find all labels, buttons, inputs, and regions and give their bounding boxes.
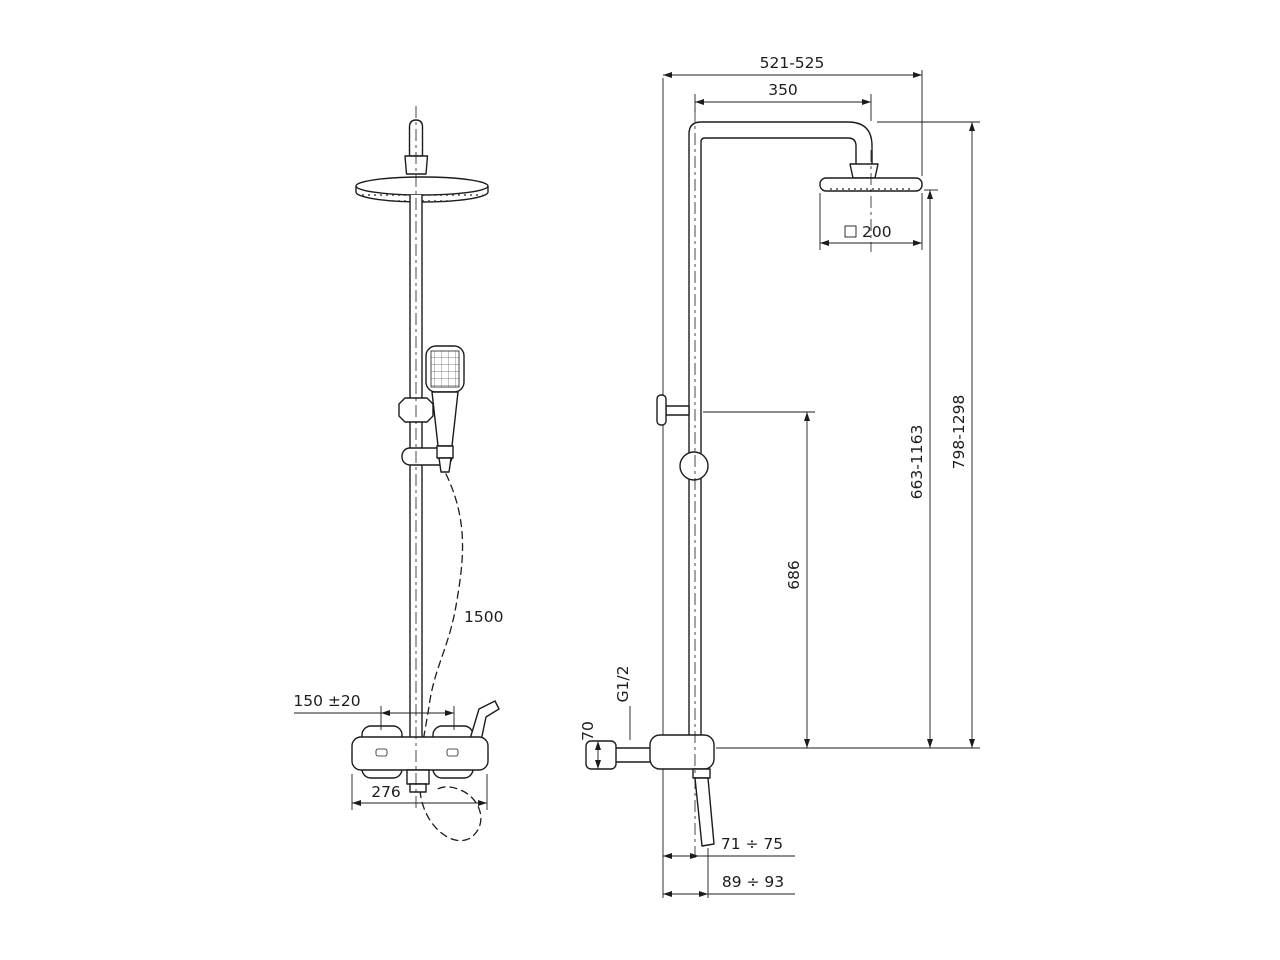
dim-label-hose-length: 1500 — [464, 608, 503, 626]
hose-outlet — [406, 769, 430, 785]
dim-label-mixer-width: 276 — [371, 783, 401, 801]
dim-label-arm-reach: 350 — [768, 81, 798, 99]
dim-label-thread: G1/2 — [614, 666, 632, 703]
dim-label-overall-height: 798-1298 — [950, 395, 968, 470]
dim-label-wall-to-handshower: 89 ÷ 93 — [722, 873, 784, 891]
dim-wall-to-handshower: 89 ÷ 93 — [663, 848, 795, 898]
dim-wall-to-pipe: 71 ÷ 75 — [663, 835, 795, 859]
mixer-lever — [469, 700, 500, 742]
dim-overall-height: 798-1298 — [716, 121, 980, 749]
diverter-knob — [656, 394, 690, 426]
mixer-side — [585, 734, 715, 847]
dim-head-to-mixer: 663-1163 — [908, 189, 938, 748]
dim-label-head-size: 200 — [862, 223, 892, 241]
head-connector — [404, 119, 429, 175]
dim-label-flange-size: 70 — [579, 721, 597, 741]
side-view: 521-525 350 200 798-1298 663 — [579, 54, 980, 898]
dim-handle-spacing: 150 ±20 — [293, 692, 455, 730]
dim-arm-reach: 350 — [694, 81, 872, 121]
front-view: 150 ±20 276 1500 — [293, 106, 503, 842]
dim-diverter-height: 686 — [703, 411, 815, 748]
hand-shower-side — [694, 777, 715, 847]
dim-mixer-width: 276 — [351, 774, 488, 810]
dim-label-wall-to-pipe: 71 ÷ 75 — [721, 835, 783, 853]
shower-arm — [688, 121, 879, 179]
dim-head-size: 200 — [819, 193, 923, 250]
dim-label-diverter-height: 686 — [785, 560, 803, 590]
dim-thread: G1/2 — [614, 666, 632, 740]
dim-label-overall-width: 521-525 — [760, 54, 825, 72]
flexible-hose — [418, 473, 482, 842]
dim-flange-size: 70 — [579, 721, 601, 769]
slider-knob — [679, 451, 709, 481]
mixer-front — [351, 700, 500, 793]
hand-shower-front — [425, 345, 465, 473]
dim-label-head-to-mixer: 663-1163 — [908, 425, 926, 500]
square-section-symbol — [844, 225, 857, 238]
dim-overall-width: 521-525 — [663, 54, 923, 176]
dim-label-handle-spacing: 150 ±20 — [293, 692, 360, 710]
